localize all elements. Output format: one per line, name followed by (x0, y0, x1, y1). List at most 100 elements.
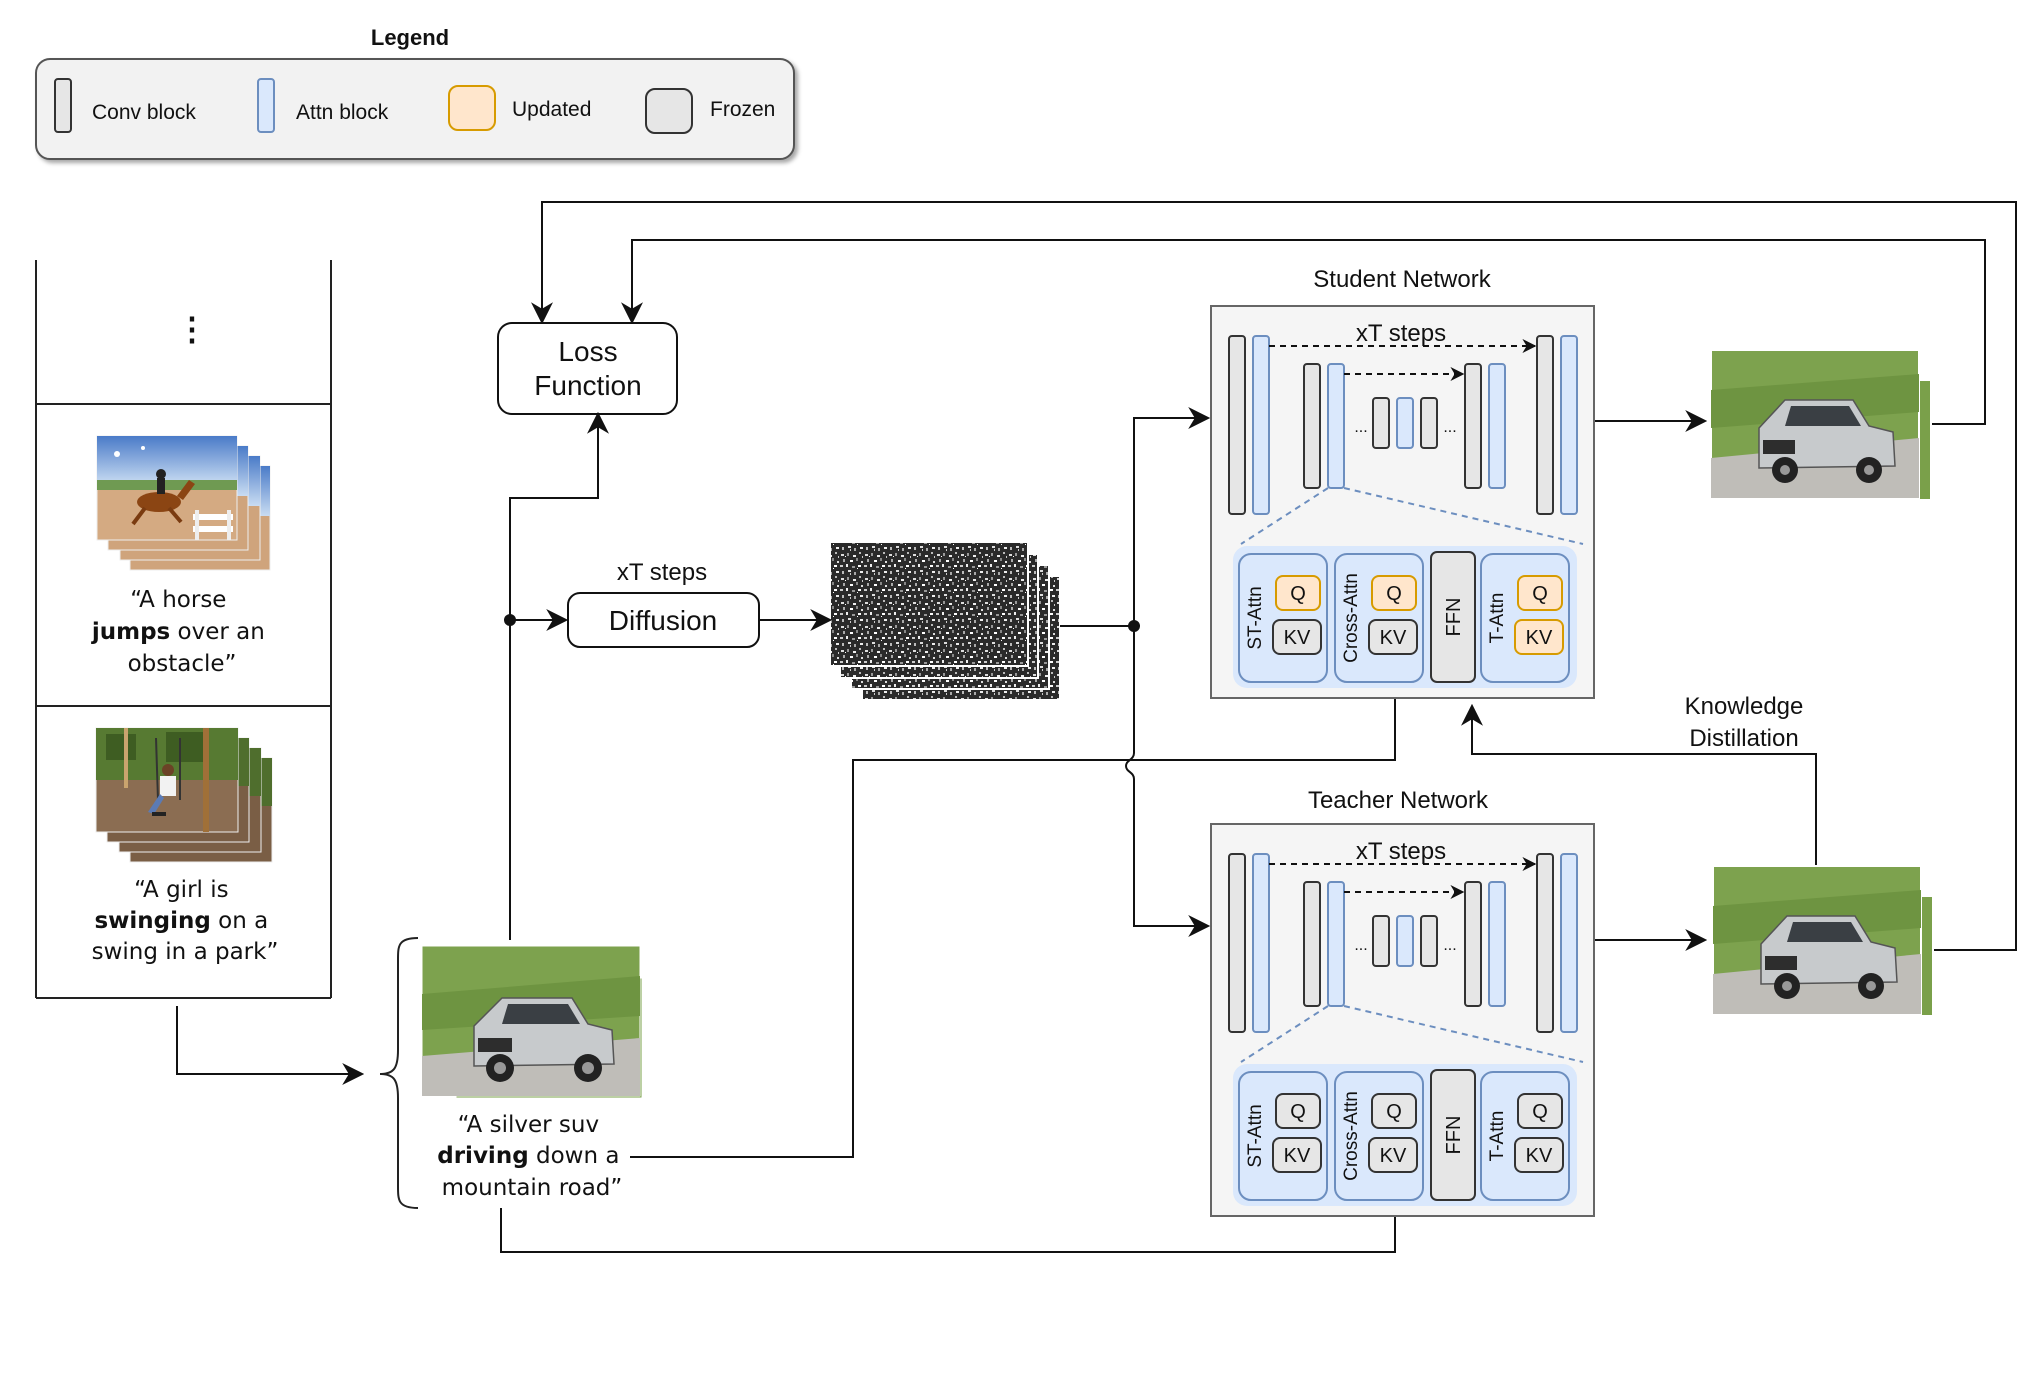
legend-title: Legend (371, 25, 449, 50)
student-zoom-line-right (1343, 487, 1584, 545)
student-st-attn-kv-label: KV (1284, 627, 1311, 649)
teacher-st-attn-kv-box (1272, 1137, 1322, 1173)
teacher-t-attn-q-box (1517, 1093, 1563, 1129)
teacher-t-attn-q-label: Q (1532, 1101, 1548, 1123)
teacher-output-frame-main (1712, 865, 1922, 1015)
student-t-attn-kv-box (1514, 619, 1564, 655)
student-ffn-block (1430, 551, 1476, 683)
teacher-ffn-block (1430, 1069, 1476, 1201)
loss-label-line2: Function (534, 370, 641, 401)
student-cross-attn-q-box (1371, 575, 1417, 611)
teacher-cross-attn-q-box (1371, 1093, 1417, 1129)
teacher-cross-attn-kv-box (1368, 1137, 1418, 1173)
student-cross-attn-kv-label: KV (1380, 627, 1407, 649)
teacher-st-attn-kv-label: KV (1284, 1145, 1311, 1167)
student-t-attn-q-label: Q (1532, 583, 1548, 605)
teacher-output-frames (1712, 865, 1934, 1017)
dataset-to-sample-arrow (176, 1006, 365, 1085)
legend-conv-label: Conv block (92, 101, 196, 124)
teacher-attn-outer-right (1560, 853, 1578, 1033)
connections (500, 201, 2017, 1253)
teacher-steps-label: xT steps (1356, 838, 1446, 865)
legend-attn-label: Attn block (296, 101, 389, 124)
sample-brace (379, 937, 419, 1209)
student-conv-mid-left (1372, 397, 1390, 449)
legend-updated-swatch (448, 85, 496, 131)
student-conv-outer-right (1536, 335, 1554, 515)
horse-caption: “A horse jumps over an obstacle” (91, 587, 272, 677)
teacher-ffn-label: FFN (1443, 1116, 1465, 1155)
student-attn-mid (1396, 397, 1414, 449)
student-t-attn-q-box (1517, 575, 1563, 611)
legend: Legend Conv block Attn block Updated Fro… (35, 25, 795, 160)
diffusion-label: Diffusion (609, 605, 717, 636)
student-st-attn-kv-box (1272, 619, 1322, 655)
teacher-dots-left: ... (1354, 937, 1367, 954)
legend-updated-label: Updated (512, 98, 591, 121)
horse-jumping-frames (96, 435, 271, 571)
teacher-cross-attn-label: Cross-Attn (1341, 1091, 1362, 1181)
teacher-attn-inner-right (1488, 881, 1506, 1007)
student-cross-attn-q-label: Q (1386, 583, 1402, 605)
student-conv-mid-right (1420, 397, 1438, 449)
legend-frozen-label: Frozen (710, 98, 775, 121)
student-attn-outer-right (1560, 335, 1578, 515)
student-network-title: Student Network (1313, 266, 1491, 293)
student-st-attn-q-box (1275, 575, 1321, 611)
student-attn-inner-left (1327, 363, 1345, 489)
girl-caption: “A girl is swinging on a swing in a park… (92, 877, 279, 965)
teacher-zoom-line-right (1343, 1005, 1584, 1063)
teacher-cross-attn-kv-label: KV (1380, 1145, 1407, 1167)
teacher-cross-attn-q-label: Q (1386, 1101, 1402, 1123)
student-st-attn-q-label: Q (1290, 583, 1306, 605)
student-attn-outer-left (1252, 335, 1270, 515)
teacher-st-attn-q-label: Q (1290, 1101, 1306, 1123)
student-cross-attn-kv-box (1368, 619, 1418, 655)
legend-box (35, 58, 795, 160)
teacher-conv-inner-right (1464, 881, 1482, 1007)
student-steps-label: xT steps (1356, 320, 1446, 347)
student-conv-inner-right (1464, 363, 1482, 489)
diffusion-steps-label: xT steps (617, 559, 707, 586)
legend-frozen-swatch (645, 88, 693, 134)
teacher-attn-inner-left (1327, 881, 1345, 1007)
student-t-attn-kv-label: KV (1526, 627, 1553, 649)
student-cross-attn-label: Cross-Attn (1341, 573, 1362, 663)
knowledge-distillation-line2: Distillation (1689, 725, 1798, 752)
suv-caption: “A silver suv driving down a mountain ro… (437, 1112, 627, 1201)
loss-label-line1: Loss (558, 336, 617, 367)
student-t-attn-label: T-Attn (1487, 593, 1508, 644)
teacher-network-title: Teacher Network (1308, 787, 1489, 814)
student-dots-right: ... (1443, 419, 1456, 436)
teacher-attn-mid (1396, 915, 1414, 967)
dataset-panel: ⋮ “A horse (35, 260, 332, 999)
diffusion-box: Diffusion (567, 592, 760, 648)
student-conv-outer-left (1228, 335, 1246, 515)
dataset-ellipsis: ⋮ (176, 311, 208, 347)
knowledge-distillation-line1: Knowledge (1685, 693, 1804, 720)
girl-swing-frames (95, 727, 273, 863)
teacher-conv-outer-right (1536, 853, 1554, 1033)
student-output-frame-main (1710, 349, 1920, 499)
noise-frames (829, 541, 1061, 701)
teacher-st-attn-q-box (1275, 1093, 1321, 1129)
teacher-t-attn-kv-box (1514, 1137, 1564, 1173)
teacher-dots-right: ... (1443, 937, 1456, 954)
teacher-conv-inner-left (1303, 881, 1321, 1007)
student-attn-inner-right (1488, 363, 1506, 489)
teacher-conv-mid-right (1420, 915, 1438, 967)
student-st-attn-label: ST-Attn (1245, 586, 1266, 649)
teacher-t-attn-kv-label: KV (1526, 1145, 1553, 1167)
teacher-conv-outer-left (1228, 853, 1246, 1033)
teacher-attn-outer-left (1252, 853, 1270, 1033)
teacher-conv-mid-left (1372, 915, 1390, 967)
student-ffn-label: FFN (1443, 598, 1465, 637)
legend-attn-swatch (257, 78, 275, 133)
suv-image (421, 945, 641, 1097)
teacher-st-attn-label: ST-Attn (1245, 1104, 1266, 1167)
student-output-frames (1710, 349, 1932, 501)
silver-suv-frames (421, 945, 643, 1099)
